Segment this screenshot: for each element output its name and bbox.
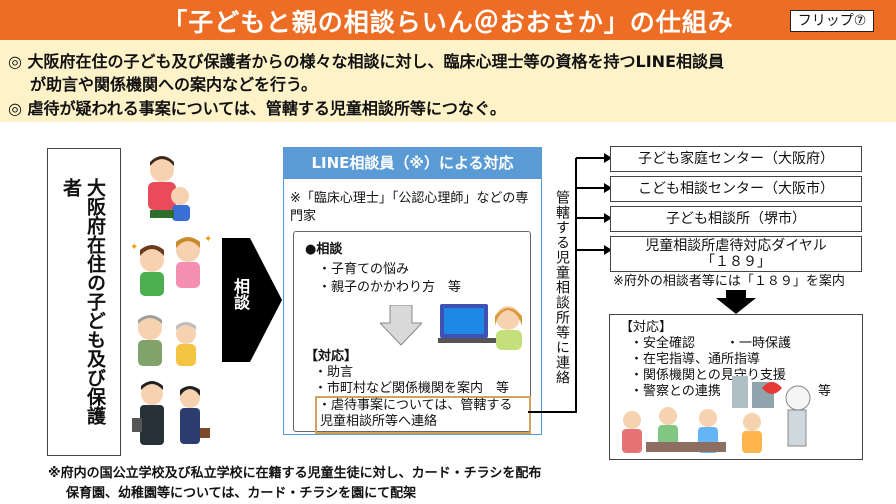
abuse-line-1: ・虐待事案については、管轄する	[318, 398, 513, 413]
summary-line-2: が助言や関係機関への案内などを行う。	[30, 75, 318, 94]
connector-label: 管轄する児童相談所等に連絡	[554, 190, 570, 385]
consult-item: ・親子のかかわり方 等	[318, 280, 462, 295]
left-panel-label: 大阪府在住の子ども及び保護者	[60, 178, 106, 425]
footnote-1: ※府内の国公立学校及び私立学校に在籍する児童生徒に対し、カード・チラシを配布	[48, 466, 542, 481]
counselor-laptop-icon	[438, 304, 522, 350]
center-sakai-box: 子ども相談所（堺市）	[610, 206, 862, 232]
hotline-box: 児童相談所虐待対応ダイヤル 「１８９」	[610, 236, 862, 272]
page-title: 「子どもと親の相談らいん＠おおさか」の仕組み	[162, 8, 734, 37]
outside-pref-note: ※府外の相談者等には「１８９」を案内	[613, 274, 845, 289]
consult-label: 相談	[231, 278, 250, 310]
meeting-illustration-icon	[622, 376, 811, 453]
down-block-arrow-icon	[716, 290, 756, 314]
center-osaka-city-box: こども相談センター（大阪市）	[610, 176, 862, 202]
agency-response-item: ・一時保護	[726, 336, 792, 351]
agency-response-item: ・在宅指導、通所指導	[630, 352, 761, 367]
center-osaka-pref-box: 子ども家庭センター（大阪府）	[610, 146, 862, 172]
line-counselor-header: LINE相談員（※）による対応	[283, 147, 542, 179]
connector-lines	[528, 153, 612, 413]
abuse-line-2: 児童相談所等へ連絡	[320, 414, 438, 429]
down-arrow-icon	[380, 305, 422, 346]
hotline-line-1: 児童相談所虐待対応ダイヤル	[645, 238, 827, 254]
consult-item: ・子育ての悩み	[318, 262, 410, 277]
consult-arrow-icon	[222, 238, 282, 362]
svg-text:✦: ✦	[204, 234, 212, 245]
agency-response-item: ・警察との連携	[630, 384, 721, 399]
grandparents-icon	[138, 315, 196, 366]
counselor-note: ※「臨床心理士」「公認心理師」などの専門家	[290, 191, 529, 224]
people-illustration: ✦ ✦	[130, 156, 212, 445]
agency-response-etc: 等	[818, 384, 832, 399]
footnote-2: 保育園、幼稚園等については、カード・チラシを園にて配架	[66, 486, 417, 501]
agency-response-heading: 【対応】	[620, 320, 673, 335]
consult-heading: ●相談	[305, 242, 343, 257]
mother-child-icon	[148, 156, 190, 221]
response-heading: 【対応】	[305, 349, 358, 364]
flip-badge: フリップ⑦	[790, 10, 874, 32]
response-item: ・助言	[314, 365, 354, 380]
summary-line-1: ◎ 大阪府在住の子ども及び保護者からの様々な相談に対し、臨床心理士等の資格を持つ…	[8, 52, 725, 71]
agency-response-item: ・安全確認	[630, 336, 696, 351]
hotline-line-2: 「１８９」	[701, 254, 771, 270]
upset-family-icon: ✦ ✦	[130, 234, 212, 296]
students-icon	[132, 381, 210, 445]
svg-text:✦: ✦	[130, 242, 138, 253]
response-item: ・市町村など関係機関を案内 等	[314, 381, 510, 396]
header-bar	[0, 0, 896, 40]
summary-box	[0, 40, 896, 122]
abuse-highlight-box	[315, 396, 531, 434]
summary-line-3: ◎ 虐待が疑われる事案については、管轄する児童相談所等につなぐ。	[8, 99, 506, 118]
left-panel-box	[47, 148, 121, 456]
